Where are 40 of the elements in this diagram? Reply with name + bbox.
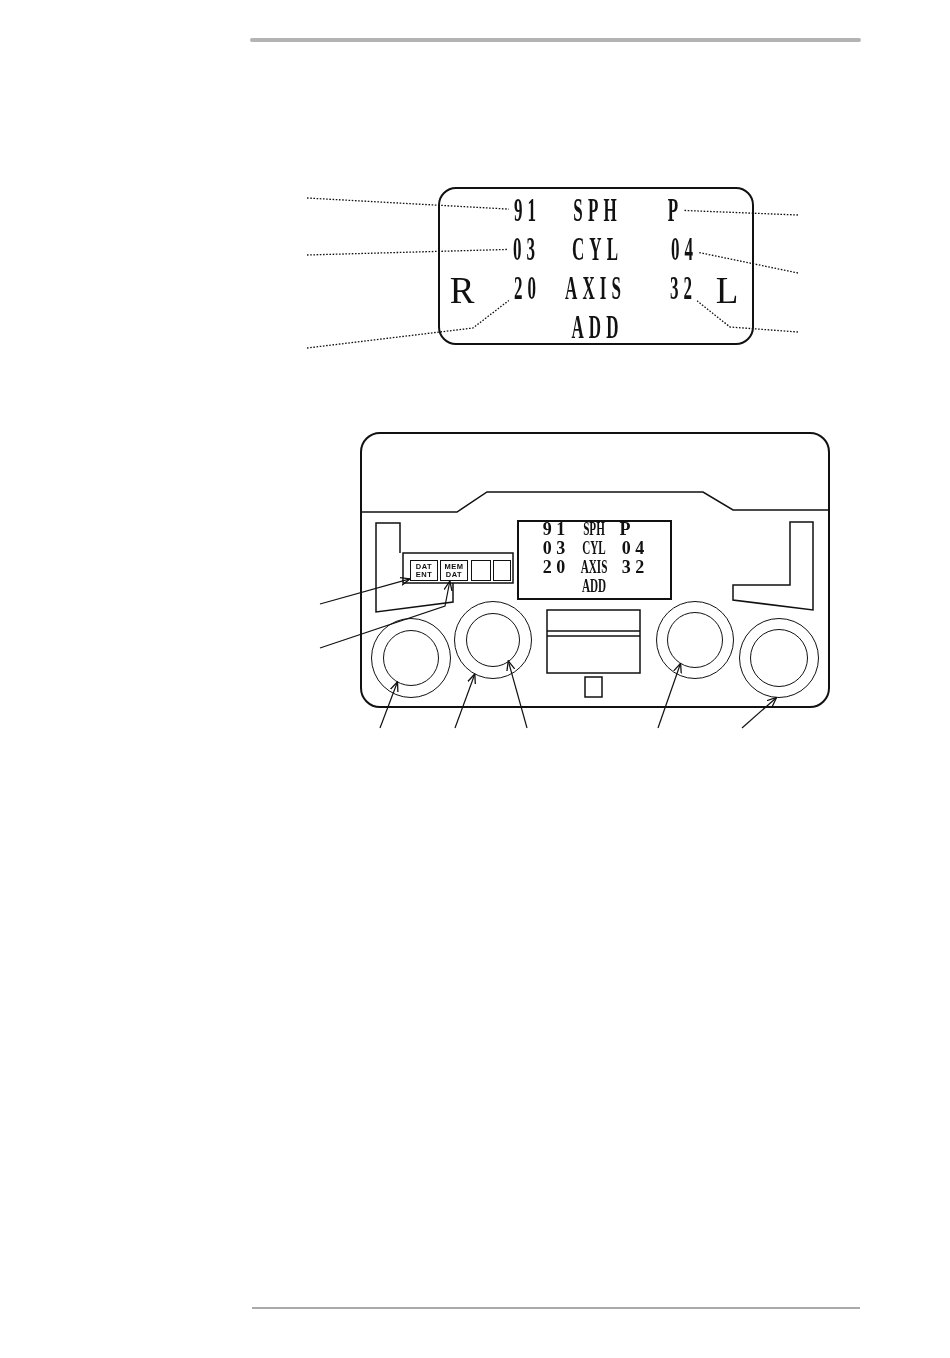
display-value: 9 1 <box>542 520 566 538</box>
reading-value: 03 <box>507 232 541 266</box>
leader-arrow <box>454 673 476 729</box>
leader-arrow <box>741 696 778 729</box>
eye-side-label: L <box>715 271 739 309</box>
display-label: CYL <box>582 539 606 557</box>
display-screen <box>438 187 754 345</box>
display-value: 2 0 <box>542 558 566 576</box>
display-label: ADD <box>570 310 624 344</box>
leader-arrow <box>319 580 453 649</box>
display-value: P <box>619 520 631 538</box>
leader-arrow <box>319 576 411 605</box>
eye-side-label: R <box>449 271 475 309</box>
display-label: CYL <box>570 232 624 266</box>
reading-value: 04 <box>665 232 699 266</box>
leader-arrow <box>506 660 528 729</box>
display-label: SPH <box>572 193 622 227</box>
instrument-panel <box>360 432 830 708</box>
leader-line <box>696 300 799 333</box>
leader-line <box>682 209 799 216</box>
display-label: ADD <box>581 577 607 595</box>
reading-value: 20 <box>508 271 542 305</box>
display-label: AXIS <box>580 558 608 576</box>
leader-line <box>697 251 799 274</box>
display-value: 0 4 <box>621 539 645 557</box>
leader-line <box>306 248 509 256</box>
display-value: 3 2 <box>621 558 645 576</box>
blank-key <box>471 560 491 581</box>
reading-value: 32 <box>664 271 698 305</box>
display-label: AXIS <box>564 271 627 305</box>
display-value: 0 3 <box>542 539 566 557</box>
leader-arrow <box>657 662 682 729</box>
reading-value: P <box>662 193 684 227</box>
leader-arrow <box>379 681 399 729</box>
display-screen <box>517 520 672 600</box>
blank-key <box>493 560 511 581</box>
leader-line <box>306 299 510 349</box>
leader-line <box>306 197 510 210</box>
reading-value: 91 <box>508 193 542 227</box>
display-label: SPH <box>583 520 605 538</box>
